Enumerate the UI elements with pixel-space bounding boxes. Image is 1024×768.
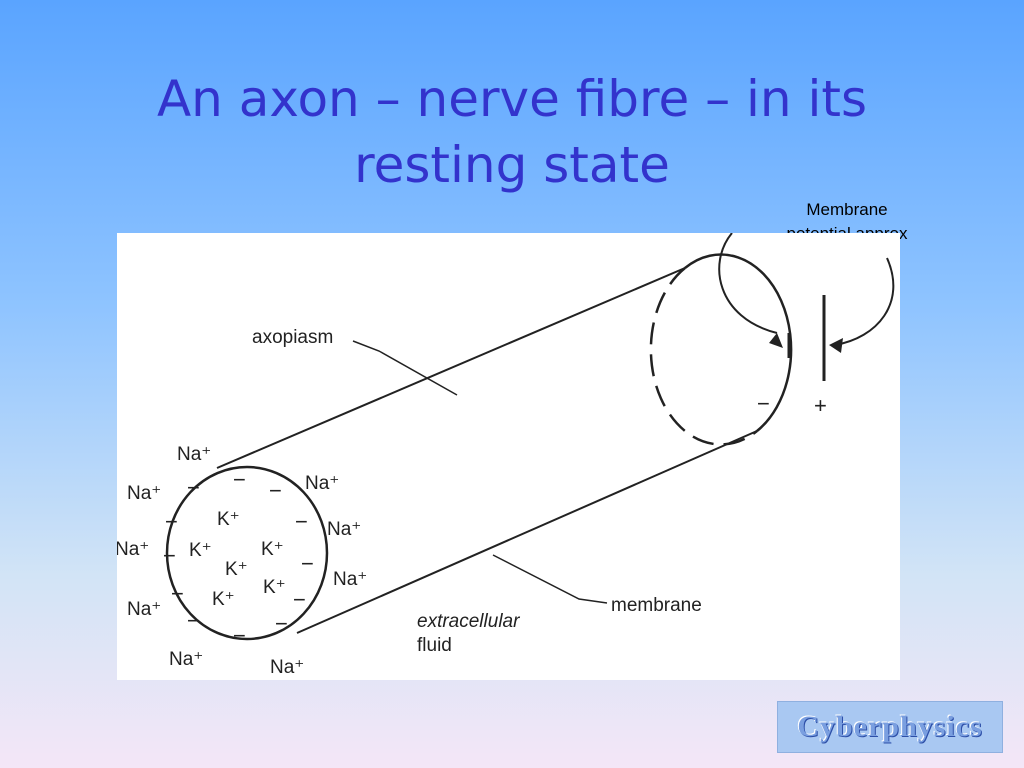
negative-charge: −: [301, 551, 314, 576]
axon-diagram-svg: − + axopiasm membrane extracellular flui…: [117, 233, 895, 678]
potassium-ion: K⁺: [263, 577, 286, 598]
negative-charge: −: [233, 623, 246, 648]
extracellular-label-line-2: fluid: [417, 635, 452, 656]
sodium-ion: Na⁺: [270, 657, 304, 678]
cyberphysics-logo: Cyberphysics: [777, 701, 1003, 753]
potassium-ion: K⁺: [217, 509, 240, 530]
voltmeter-loop-right: [834, 257, 895, 346]
negative-charge: −: [165, 509, 178, 534]
potassium-ion: K⁺: [212, 589, 235, 610]
negative-charge: −: [295, 509, 308, 534]
voltmeter-loop: [718, 233, 778, 334]
sodium-ion: Na⁺: [333, 569, 367, 590]
potassium-ion: K⁺: [225, 559, 248, 580]
axon-diagram: − + axopiasm membrane extracellular flui…: [117, 233, 900, 680]
title-line-1: An axon – nerve fibre – in its: [156, 70, 868, 128]
negative-charge: −: [163, 543, 176, 568]
negative-charge: −: [233, 467, 246, 492]
potential-minus-sign: −: [757, 391, 770, 416]
negative-charge: −: [187, 475, 200, 500]
slide-title: An axon – nerve fibre – in its resting s…: [0, 66, 1024, 198]
sodium-ion: Na⁺: [177, 444, 211, 465]
sodium-ion: Na⁺: [169, 649, 203, 670]
negative-charge: −: [269, 478, 282, 503]
sodium-ion: Na⁺: [127, 599, 161, 620]
cylinder-top-edge: [216, 267, 686, 469]
negative-charge: −: [187, 608, 200, 633]
membrane-label: membrane: [611, 595, 702, 616]
far-end-front-arc: [649, 267, 758, 446]
axoplasm-leader: [352, 340, 458, 396]
sodium-ion: Na⁺: [327, 519, 361, 540]
negative-charge: −: [275, 611, 288, 636]
near-end-cross-section: [165, 465, 329, 641]
potential-plus-sign: +: [814, 393, 827, 418]
membrane-leader: [492, 554, 608, 604]
sodium-ion: Na⁺: [127, 483, 161, 504]
extracellular-label-line-1: extracellular: [417, 611, 520, 632]
axoplasm-label: axopiasm: [252, 327, 333, 348]
arrow-right-head: [829, 338, 843, 353]
sodium-ion: Na⁺: [117, 539, 149, 560]
title-line-2: resting state: [354, 136, 670, 194]
far-end-back-arc: [684, 253, 793, 432]
sodium-ion: Na⁺: [305, 473, 339, 494]
membrane-note-line-1: Membrane: [806, 200, 888, 219]
negative-charge: −: [171, 581, 184, 606]
arrow-left-head: [769, 333, 783, 348]
potassium-ion: K⁺: [189, 540, 212, 561]
cylinder-bottom-edge: [296, 430, 758, 634]
potassium-ion: K⁺: [261, 539, 284, 560]
inner-negative-charges: − − − − − − − − − − − −: [163, 467, 314, 648]
negative-charge: −: [293, 587, 306, 612]
